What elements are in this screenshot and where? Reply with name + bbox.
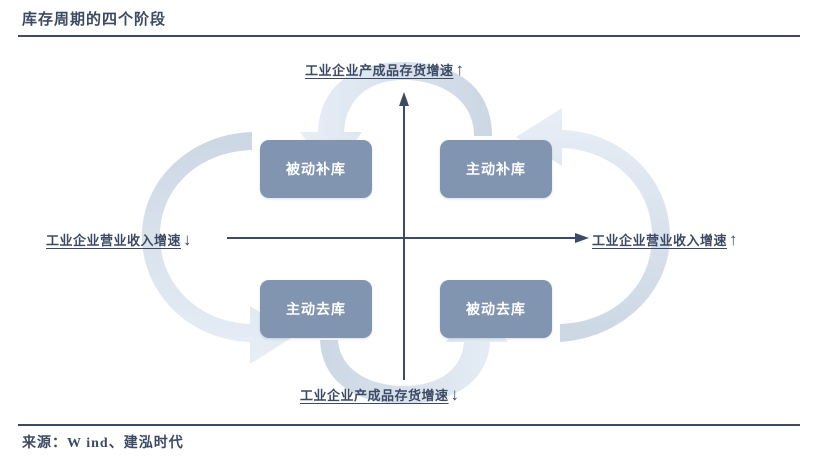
quadrant-label-top-right: 主动补库 — [466, 161, 526, 177]
source-note: 来源：W ind、建泓时代 — [22, 436, 184, 451]
axis-horizontal — [227, 233, 589, 243]
page-title: 库存周期的四个阶段 — [22, 12, 167, 28]
arrow-down-icon: ↓ — [450, 385, 460, 404]
footer-divider — [18, 424, 800, 426]
cycle-arrow-right — [516, 108, 670, 342]
arrow-down-icon: ↓ — [183, 230, 193, 249]
arrow-up-icon: ↑ — [729, 230, 739, 249]
axis-label-top: 工业企业产成品存货增速 ↑ — [305, 60, 465, 79]
axis-label-left-text: 工业企业营业收入增速 — [46, 233, 182, 248]
quadrant-label-top-left: 被动补库 — [286, 161, 346, 177]
axis-label-top-text: 工业企业产成品存货增速 — [305, 63, 454, 78]
cycle-arrow-left — [142, 132, 296, 364]
quadrant-box-top-left[interactable]: 被动补库 — [260, 140, 372, 198]
quadrant-box-bottom-left[interactable]: 主动去库 — [260, 280, 372, 338]
arrow-up-icon: ↑ — [455, 60, 465, 79]
quadrant-label-bottom-right: 被动去库 — [466, 301, 526, 317]
quadrant-box-top-right[interactable]: 主动补库 — [440, 140, 552, 198]
axis-label-right: 工业企业营业收入增速 ↑ — [592, 230, 738, 249]
axis-label-left: 工业企业营业收入增速 ↓ — [46, 230, 192, 249]
axis-label-bottom: 工业企业产成品存货增速 ↓ — [300, 385, 460, 404]
quadrant-label-bottom-left: 主动去库 — [286, 301, 346, 317]
axis-label-bottom-text: 工业企业产成品存货增速 — [300, 388, 449, 403]
header-divider — [18, 35, 800, 37]
axis-vertical — [399, 92, 409, 380]
axis-label-right-text: 工业企业营业收入增速 — [592, 233, 728, 248]
diagram-canvas: 被动补库 主动补库 主动去库 被动去库 工业企业产成品存货增速 ↑ 工业企业产成… — [0, 40, 818, 425]
quadrant-box-bottom-right[interactable]: 被动去库 — [440, 280, 552, 338]
